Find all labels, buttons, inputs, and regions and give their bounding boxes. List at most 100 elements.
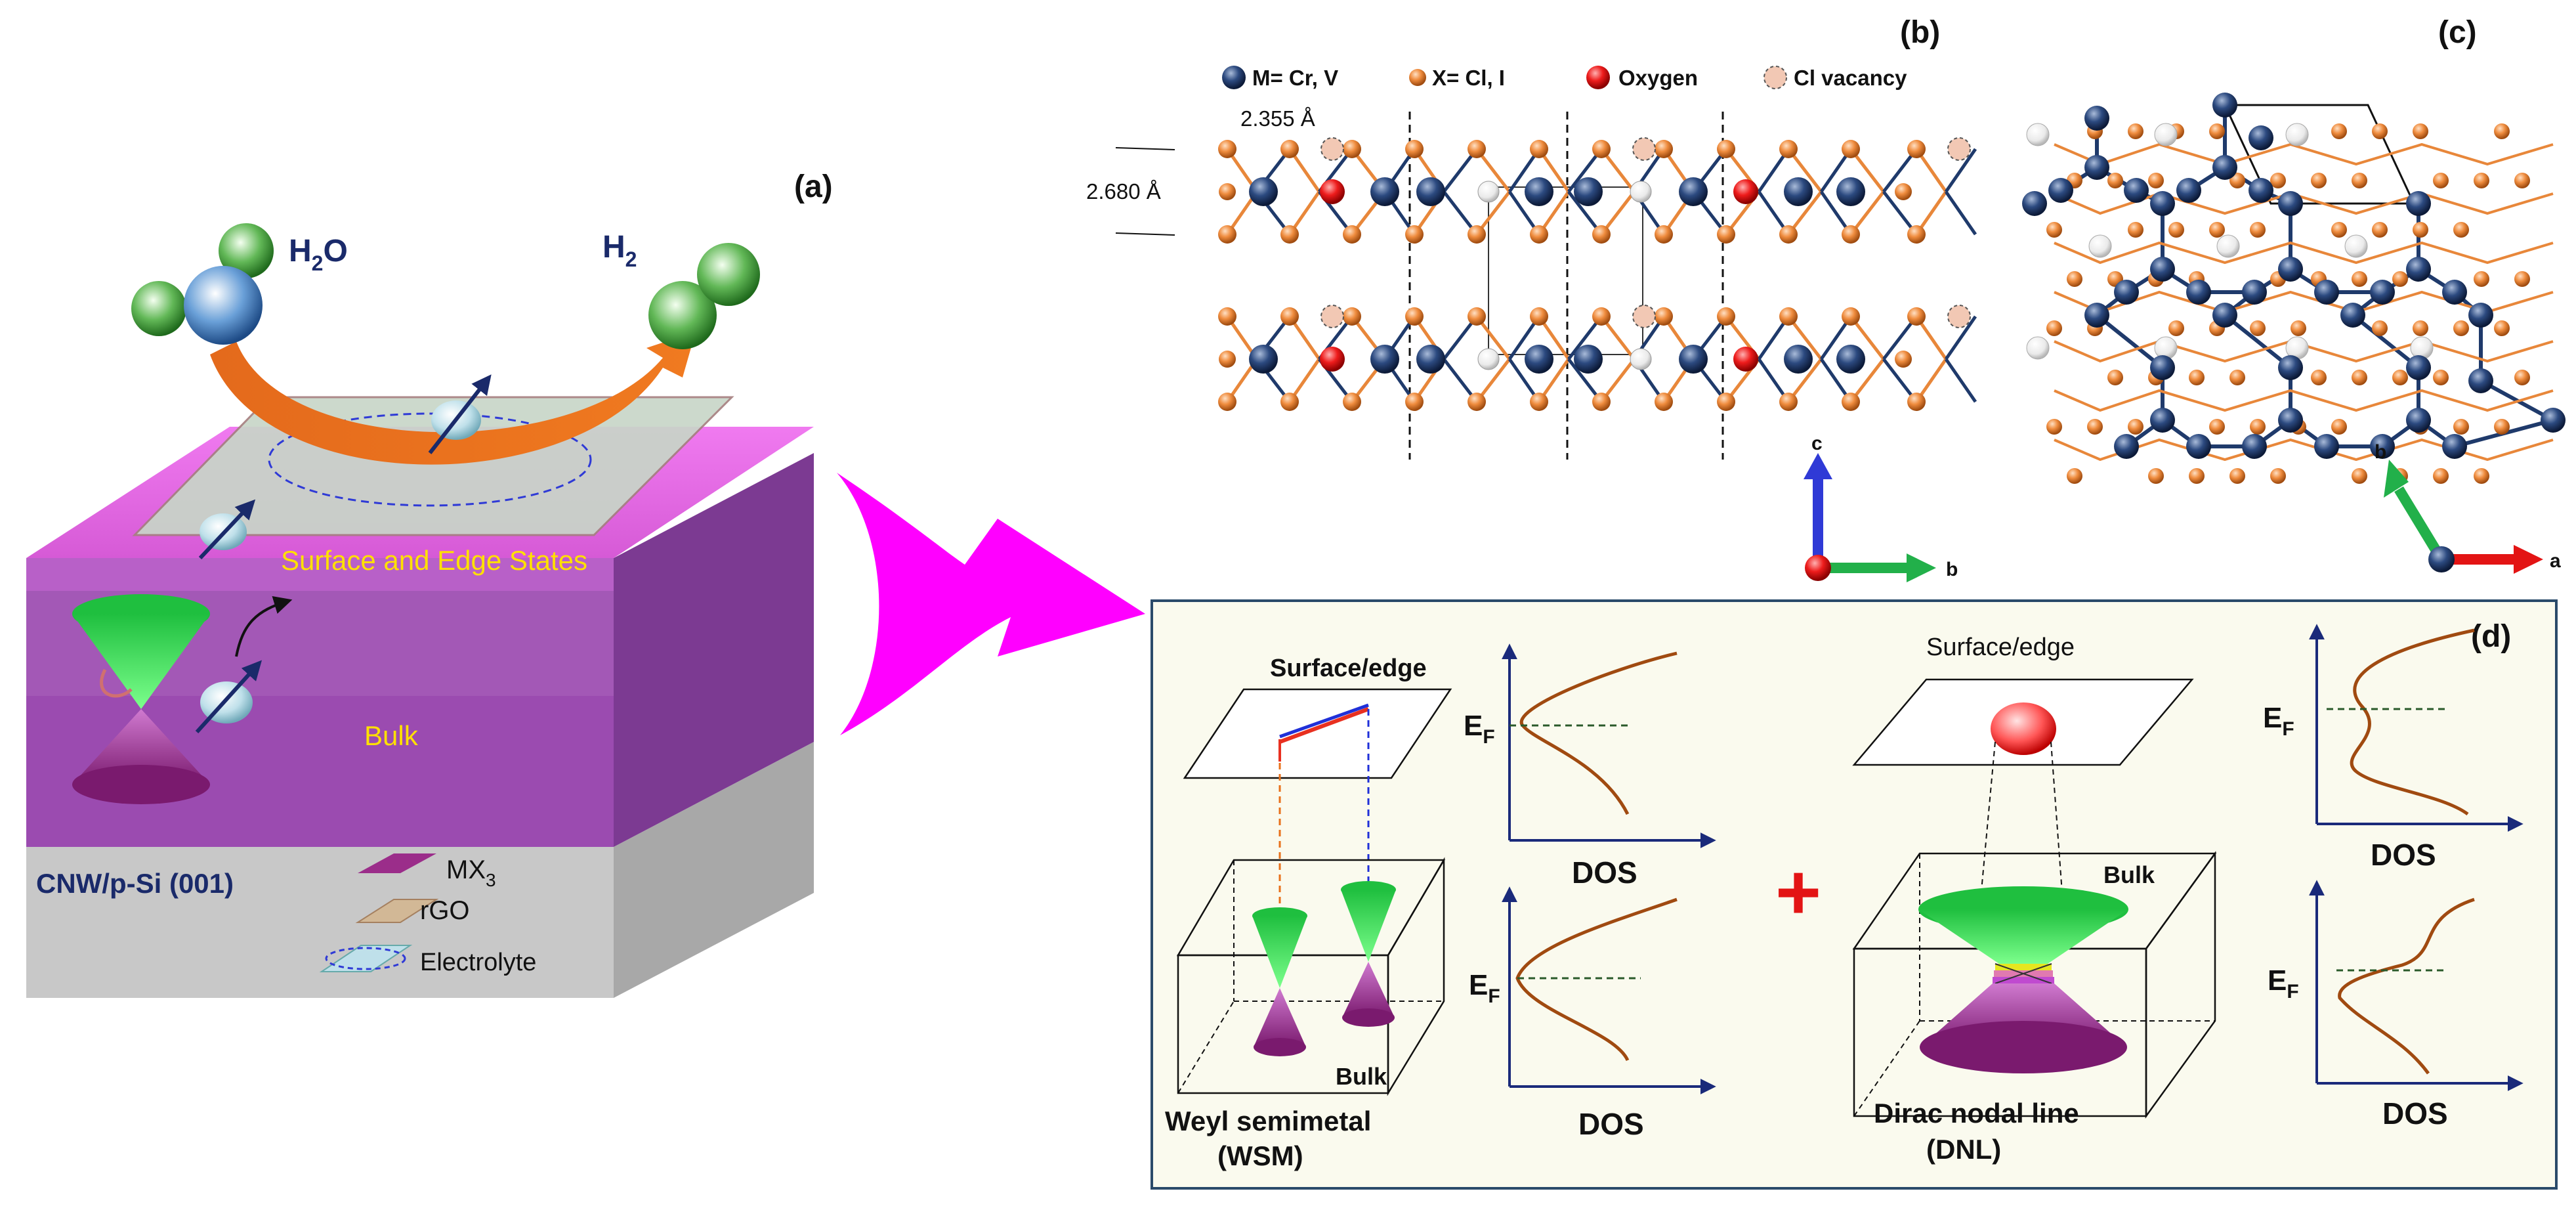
halide-atom [1842,393,1860,411]
halide-atom [1592,140,1611,158]
honeycomb-lattice-c [2022,93,2565,484]
metal-atom [1574,177,1603,206]
halide-atom [2311,370,2327,385]
halide-atom [2413,222,2428,238]
metal-atom [1836,345,1865,374]
metal-atom [1370,345,1399,374]
dnl-dos-lower-curve [2338,897,2475,1075]
h2o-o-atom [184,266,263,345]
dnl-dos-lower-label: DOS [2382,1096,2448,1131]
metal-atom [1836,177,1865,206]
halide-atom [2270,468,2286,484]
legend-electrolyte-ellipse [325,947,406,970]
halide-atom [1779,307,1798,326]
cl-vacancy [1947,305,1971,328]
legend-oxygen-dot [1586,66,1610,89]
halide-atom [1219,351,1236,368]
panel-d: (d) Surface/edge Bulk Weyl semimetal (WS… [1151,599,2558,1190]
halide-atom [1592,225,1611,244]
halide-atom [1467,393,1486,411]
halide-atom [2128,222,2143,238]
halide-atom [2128,123,2143,139]
vacancy-atom [2088,234,2112,258]
halide-atom [2352,468,2367,484]
substrate-side [614,742,814,998]
metal-atom [2114,434,2139,459]
metal-atom [2468,303,2493,328]
h2o-label: H2O [289,234,348,275]
halide-atom [1405,140,1424,158]
transfer-curved-arrow [235,596,293,657]
dim-top-label: 2.355 Å [1240,106,1315,131]
halide-atom [2067,468,2082,484]
halide-atom [2494,419,2510,435]
metal-bond [1944,190,1977,236]
axis-c-a-label: a [2550,550,2561,572]
metal-metal-bond [2352,313,2420,370]
halide-atom [1218,225,1236,244]
dnl-nodal-cross-2 [1995,963,2052,984]
metal-atom [1525,177,1553,206]
halide-atom [2352,271,2367,287]
vacancy-atom [2026,336,2050,360]
halide-atom [1655,307,1673,326]
metal-atom [2340,303,2365,328]
halide-atom [1655,393,1673,411]
metal-atom [2249,178,2273,203]
halide-atom [2352,370,2367,385]
bulk-label: Bulk [364,720,419,751]
halide-atom [2474,173,2489,188]
dnl-dos-lower-ef: EF [2268,964,2299,1003]
substrate-label: CNW/p-Si (001) [36,868,234,899]
metal-atom [2084,303,2109,328]
halide-atom [1280,307,1299,326]
metal-atom [1525,345,1553,374]
white-atom [1630,181,1652,203]
spin-arrow-mid [198,499,256,560]
metal-atom [2541,408,2565,433]
h2-atom-right [697,243,760,306]
halide-atom [1842,307,1860,326]
dnl-dos-upper-label: DOS [2371,838,2436,872]
panel-b: (b) M= Cr, V X= Cl, I Oxygen Cl vacancy … [1086,15,1977,582]
metal-atom [2314,434,2339,459]
legend-metal-label: M= Cr, V [1252,66,1338,90]
wsm-cone2-bottom-rim [1342,1008,1395,1027]
halide-atom [2453,320,2469,336]
legend-rgo-label: rGO [420,896,470,925]
wsm-dos-upper-label: DOS [1572,855,1637,890]
legend-mx3-swatch [358,853,436,873]
halide-atom [1343,140,1361,158]
legend-vacancy-label: Cl vacancy [1794,66,1907,90]
wsm-title-line2: (WSM) [1217,1140,1303,1171]
dnl-bottom-cone-rim [1920,1021,2127,1073]
panel-c-label: (c) [2438,15,2477,50]
halide-atom [1907,140,1926,158]
dnl-dos-lower: EF DOS [2268,880,2523,1131]
halide-atom [2250,222,2266,238]
oxygen-atom [1733,347,1758,372]
vacancy-atom [2344,234,2368,258]
metal-atom [2406,355,2431,380]
halide-atom [2046,320,2062,336]
crystal-layers-b [1218,137,1977,411]
halide-atom [2148,468,2164,484]
metal-bond [1944,358,1977,403]
white-atom [1477,181,1500,203]
metal-atom [2406,191,2431,216]
halide-atom [2372,123,2388,139]
metal-atom [1784,177,1813,206]
halide-atom [2514,271,2530,287]
halide-atom [2229,173,2245,188]
wsm-cone1-bottom-rim [1254,1038,1306,1056]
halide-atom [2046,222,2062,238]
axis-c-b-arrow [2394,486,2446,563]
halide-atom [1779,140,1798,158]
panel-b-label: (b) [1900,15,1940,50]
dnl-surface-ball [1991,702,2056,755]
spin-arrow-top [428,374,492,454]
halide-bond-chain [2054,241,2554,265]
dnl-top-cone [1918,909,2128,964]
metal-atom [2186,434,2211,459]
halide-atom [2331,222,2347,238]
